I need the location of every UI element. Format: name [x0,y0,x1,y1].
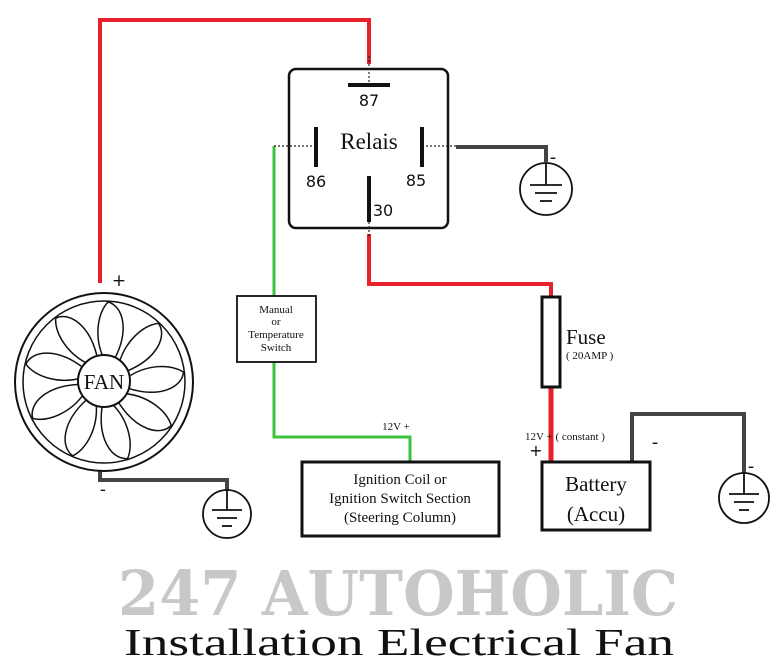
fan-blade [25,352,85,382]
battery-line-1: Battery [565,472,627,496]
ground-wires [98,145,746,490]
fan-blade [64,398,98,457]
relay-title: Relais [340,129,398,154]
battery-box [540,460,652,532]
switch-wires [272,146,412,462]
fan-hub [77,354,131,408]
fan-ground-wire [98,470,229,490]
ignition-line-3: (Steering Column) [344,510,456,526]
pin-85-label: 85 [406,171,426,190]
switch-line-3: Temperature [248,329,304,341]
battery-supply-label: 12V + ( constant ) [525,431,605,443]
pin-86-label: 86 [306,172,326,191]
battery-ground-minus: - [748,456,755,477]
fuse-label: Fuse [566,325,606,349]
fan-blade [54,315,99,366]
pin-30-label: 30 [373,201,393,220]
fuse-body [540,295,562,389]
fan-plus-label: + [112,271,126,291]
fan-label: FAN [84,370,124,394]
fuse-rating: ( 20AMP ) [566,350,614,362]
battery-plus-label: + [529,441,542,460]
ignition-supply-label: 12V + [382,421,410,433]
fan-inner-ring [22,300,186,464]
battery-minus-label: - [652,432,659,453]
fan: FAN + - [14,271,194,500]
ignition-box [300,460,501,538]
fan-ground [202,489,252,539]
fan-blade [117,322,163,373]
ignition-line-1: Ignition Coil or [353,472,446,488]
fan-blade [100,402,131,460]
switch-line-1: Manual [259,304,293,316]
ignition-line-2: Ignition Switch Section [329,491,471,507]
relay-to-fuse-wire [367,234,553,297]
ignition-source: 12V + Ignition Coil or Ignition Switch S… [300,421,501,538]
fan-blade [97,301,124,361]
pin-87-label: 87 [359,91,379,110]
battery-ground: - [718,456,770,524]
battery-line-2: (Accu) [567,502,625,526]
temperature-switch: Manual or Temperature Switch [236,295,317,363]
positive-wires [98,18,554,462]
battery-ground-wire [630,412,746,473]
diagram-title: Installation Electrical Fan [124,622,674,664]
switch-box [236,295,317,363]
fan-blade [31,383,85,421]
switch-to-ignition-wire [272,362,412,462]
switch-line-4: Switch [261,342,292,354]
relay: Relais 87 86 85 30 [274,56,457,236]
fan-feed-wire [98,18,371,283]
watermark-brand: 247 AUTOHOLIC [118,557,678,630]
fuse: Fuse ( 20AMP ) [540,295,614,389]
fan-blades [25,301,185,460]
fan-blade [125,365,185,393]
fan-blade [117,392,173,432]
fan-minus-label: - [100,480,106,500]
switch-line-2: or [271,316,281,328]
relay-ground: - [519,147,573,216]
relay-ground-wire [456,145,548,162]
battery: 12V + ( constant ) + - Battery (Accu) [525,431,659,532]
relay-ground-minus: - [550,147,557,168]
